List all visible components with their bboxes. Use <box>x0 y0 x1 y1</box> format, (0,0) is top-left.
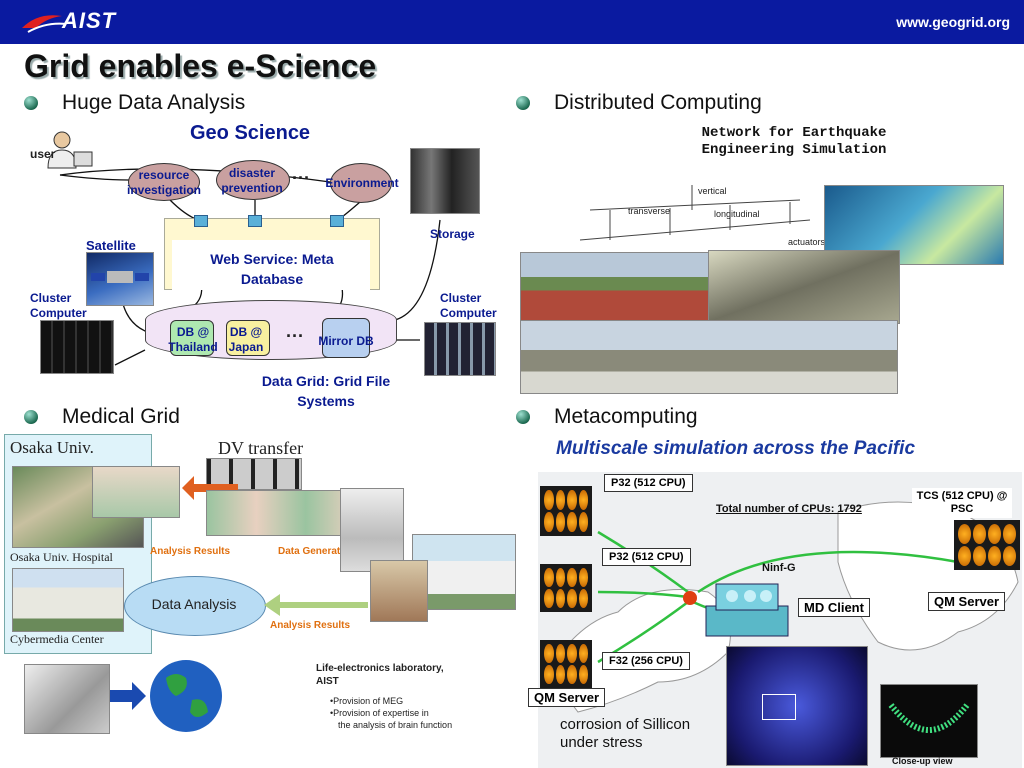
supercomputer-photo <box>24 664 110 734</box>
closeup-view-panel <box>880 684 978 758</box>
bullet-icon <box>516 96 530 110</box>
silicon-simulation-view <box>726 646 868 766</box>
cybermedia-label: Cybermedia Center <box>10 632 104 646</box>
arrow-analysis-results <box>264 594 368 616</box>
bullet-icon <box>24 96 38 110</box>
aist-building-photo <box>412 534 516 610</box>
cpu-grid-f32 <box>540 640 592 688</box>
metacomputing-subtitle: Multiscale simulation across the Pacific <box>556 438 916 459</box>
ellipsis-dots-db: ··· <box>286 326 304 346</box>
geo-science-title: Geo Science <box>190 122 311 144</box>
cluster-computer-left-label: Cluster Computer <box>30 291 87 320</box>
qm-server-left-label: QM Server <box>528 688 606 707</box>
disaster-prevention-label: disaster prevention <box>221 166 283 195</box>
damaged-track-photo <box>520 252 712 322</box>
researchers-photo <box>370 560 428 622</box>
ninf-g-label: Ninf-G <box>762 562 796 574</box>
lab-item-brain: the analysis of brain function <box>338 720 453 730</box>
cpu-grid-tcs <box>954 520 1020 570</box>
environment-oval <box>330 163 392 203</box>
logo-text: AIST <box>62 8 117 33</box>
bullet-icon <box>24 410 38 424</box>
satellite-label: Satellite <box>86 238 136 253</box>
cluster-computer-right-photo <box>424 322 496 376</box>
resource-investigation-label: resource investigation <box>126 168 201 197</box>
f32-label: F32 (256 CPU) <box>602 652 690 670</box>
label-transverse: transverse <box>628 206 671 216</box>
arrow-right-icon <box>110 682 146 710</box>
slide-title: Grid enables e-Science <box>24 48 377 84</box>
bridge-diagram <box>579 185 811 241</box>
arrow-left-icon <box>182 476 238 500</box>
cpu-grid-p32-a <box>540 486 592 536</box>
storage-label: Storage <box>430 227 475 241</box>
storage-server-photo <box>410 148 480 214</box>
meg-film-frames <box>206 490 356 536</box>
corrosion-label-line1: corrosion of Sillicon <box>560 716 691 733</box>
environment-label: Environment <box>325 176 399 190</box>
collapsed-bridge-photo <box>520 320 898 394</box>
site-url[interactable]: www.geogrid.org <box>896 14 1010 30</box>
header-bar <box>0 0 1024 44</box>
total-cpu-label: Total number of CPUs: 1792 <box>716 503 862 515</box>
data-analysis-ellipse <box>124 576 266 636</box>
closeup-view-label: Close-up view <box>892 756 953 766</box>
osaka-univ-label: Osaka Univ. <box>10 438 94 457</box>
neesgrid-banner: Network for Earthquake Engineering Simul… <box>701 125 887 158</box>
cpu-grid-p32-b <box>540 564 592 612</box>
aist-logo <box>22 15 67 33</box>
user-label: user <box>30 147 56 161</box>
analysis-results-bottom: Analysis Results <box>270 620 351 631</box>
data-grid-label: Data Grid: Grid File Systems <box>261 373 391 409</box>
mirror-db-cylinder <box>322 318 370 358</box>
dv-transfer-label: DV transfer <box>218 438 304 458</box>
data-generation-label: Data Generation <box>278 546 356 557</box>
db-japan-label: DB @ Japan <box>228 325 264 354</box>
ellipsis-dots: ··· <box>292 168 310 188</box>
analysis-results-top: Analysis Results <box>150 546 231 557</box>
db-japan-cylinder <box>226 320 270 356</box>
qm-server-right-label: QM Server <box>928 592 1006 611</box>
bullet-icon <box>516 410 530 424</box>
lab-item-meg: •Provision of MEG <box>330 696 404 706</box>
user-computer-icon <box>47 131 93 169</box>
collapsed-road-photo <box>708 250 900 324</box>
section-medical-grid: Medical Grid <box>62 405 180 428</box>
tcs-label: TCS (512 CPU) @ PSC <box>912 488 1012 518</box>
web-service-inner <box>172 240 370 290</box>
resource-investigation-oval <box>128 163 200 201</box>
web-service-label: Web Service: Meta Database <box>210 251 334 287</box>
cybermedia-photo <box>12 568 124 632</box>
label-actuators: actuators <box>788 237 826 247</box>
cluster-computer-left-photo <box>40 320 114 374</box>
db-thailand-cylinder <box>170 320 214 356</box>
corrosion-label-line2: under stress <box>560 734 643 751</box>
service-node <box>330 215 344 227</box>
service-node <box>194 215 208 227</box>
zoom-region-box <box>762 694 796 720</box>
p32-label-a: P32 (512 CPU) <box>604 474 693 492</box>
hospital-label: Osaka Univ. Hospital <box>10 550 113 564</box>
service-node <box>248 215 262 227</box>
md-client-server-icon <box>705 583 789 637</box>
lab-item-expertise: •Provision of expertise in <box>330 708 429 718</box>
p32-label-b: P32 (512 CPU) <box>602 548 691 566</box>
lab-title: Life-electronics laboratory, AIST <box>316 663 444 687</box>
data-analysis-label: Data Analysis <box>151 596 237 612</box>
section-distributed-computing: Distributed Computing <box>554 91 762 114</box>
satellite-photo <box>86 252 154 306</box>
section-metacomputing: Metacomputing <box>554 405 698 428</box>
md-client-label: MD Client <box>798 598 870 617</box>
label-vertical: vertical <box>698 186 727 196</box>
db-thailand-label: DB @ Thailand <box>168 325 218 354</box>
disaster-prevention-oval <box>216 160 290 200</box>
section-huge-data-analysis: Huge Data Analysis <box>62 91 246 114</box>
mirror-db-label: Mirror DB <box>318 334 374 348</box>
label-longitudinal: longitudinal <box>714 209 760 219</box>
cluster-computer-right-label: Cluster Computer <box>440 291 497 320</box>
globe-icon <box>150 660 222 732</box>
doctors-photo <box>92 466 180 518</box>
